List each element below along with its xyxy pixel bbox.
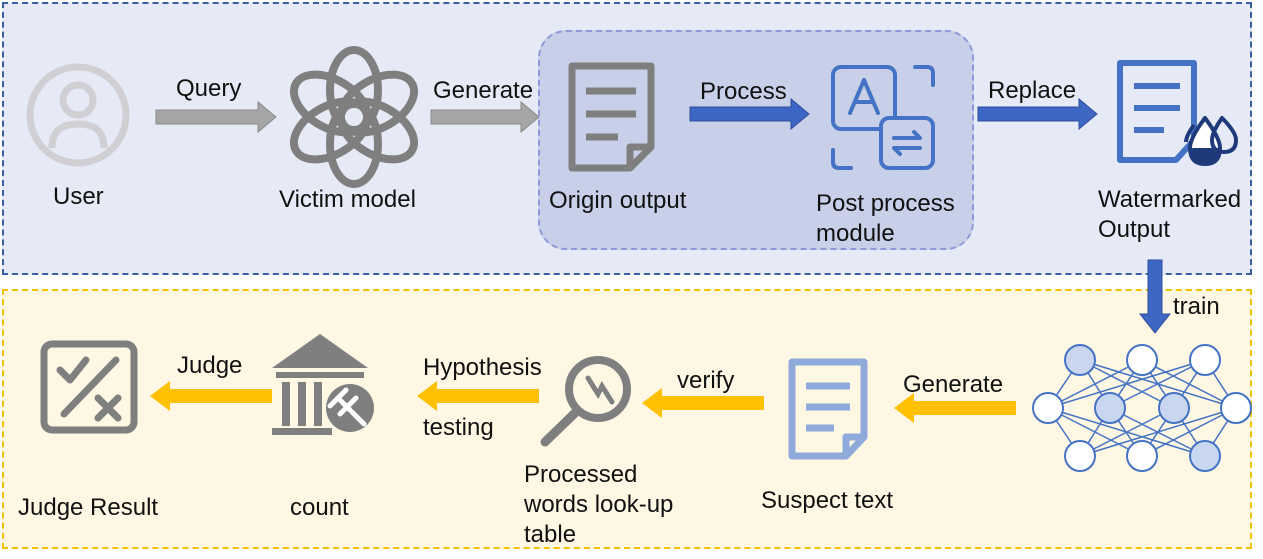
judge-result-icon [40, 340, 138, 434]
generate-arrow [430, 100, 540, 134]
victim-model-icon [289, 46, 419, 188]
testing-label: testing [423, 414, 494, 441]
court-gavel-icon [272, 334, 374, 435]
replace-arrow [977, 97, 1098, 131]
origin-output-document-icon [568, 62, 655, 172]
verify-label: verify [677, 367, 735, 394]
water-drops-icon [1184, 116, 1238, 166]
query-arrow [155, 100, 277, 134]
process-arrow [689, 97, 810, 131]
judge-arrow [150, 381, 272, 411]
generate-label: Generate [433, 77, 534, 104]
count-label: count [290, 494, 349, 521]
hypothesis-label: Hypothesis [423, 354, 542, 381]
hypothesis-testing-arrow [417, 381, 539, 411]
user-icon [26, 63, 130, 167]
verify-arrow [642, 388, 764, 418]
judge-label: Judge [177, 352, 243, 379]
neural-network-icon [1032, 344, 1252, 472]
suspect-document-icon [788, 358, 868, 460]
train-arrow [1138, 259, 1172, 334]
query-label: Query [176, 75, 242, 102]
process-label: Process [700, 78, 787, 105]
magnifier-icon [540, 356, 631, 447]
train-label: train [1173, 293, 1220, 320]
lookup-table-label: Processed words look-up table [524, 461, 674, 548]
bottom-generate-label: Generate [903, 371, 1004, 398]
origin-output-label: Origin output [549, 187, 687, 214]
replace-label: Replace [988, 77, 1077, 104]
post-process-module-label: Post process module [816, 190, 955, 247]
translate-icon [831, 65, 935, 170]
watermarked-document-icon [1117, 60, 1197, 163]
suspect-text-label: Suspect text [761, 487, 894, 514]
bottom-generate-arrow [894, 393, 1016, 423]
victim-model-label: Victim model [279, 186, 416, 213]
watermarked-output-label: Watermarked Output [1098, 186, 1242, 243]
judge-result-label: Judge Result [18, 494, 159, 521]
user-label: User [53, 183, 104, 210]
